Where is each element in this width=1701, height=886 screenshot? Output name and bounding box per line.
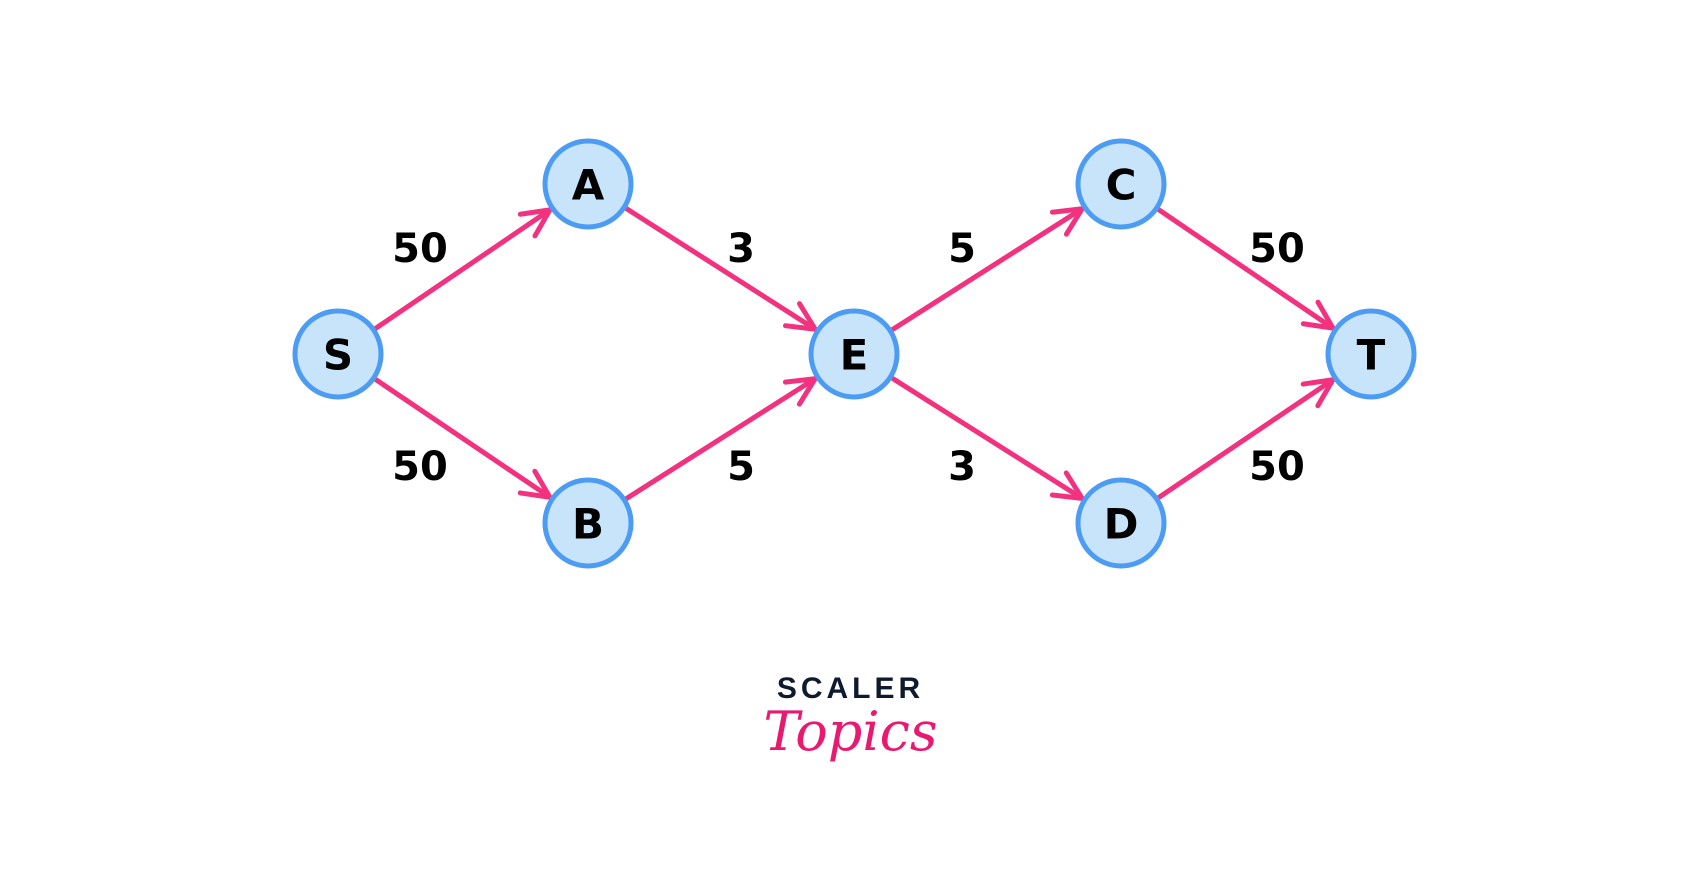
node-label: A [572,161,605,210]
arrowhead-B-E [782,375,821,407]
arrowhead-E-D [1049,470,1087,502]
node-S [292,308,384,400]
node-label: E [840,331,869,380]
edge-E-D [889,375,1085,501]
edge-weight-label: 3 [948,444,976,490]
node-label: T [1357,331,1386,380]
edge-B-E [623,376,818,502]
node-C [1075,138,1167,230]
arrowhead-S-A [517,206,555,239]
edge-weight-label: 50 [1249,226,1305,272]
node-label: D [1104,500,1139,549]
node-D [1075,477,1167,569]
arrowhead-C-T [1300,299,1338,332]
edge-weight-label: 50 [1249,444,1305,490]
edge-A-E [623,205,818,332]
node-label: S [323,331,353,380]
edge-weight-label: 5 [948,226,976,272]
edge-weight-label: 3 [727,226,755,272]
edge-S-A [372,207,553,332]
arrowhead-A-E [782,301,821,333]
node-label: C [1106,161,1137,210]
logo-topics-text: Topics [763,700,938,763]
arrowhead-D-T [1300,376,1338,409]
node-T [1325,308,1417,400]
edge-E-C [889,206,1085,333]
edge-weight-label: 50 [392,444,448,490]
node-A [542,138,634,230]
arrowhead-E-C [1049,205,1088,237]
edge-S-B [372,376,553,500]
node-label: B [572,500,604,549]
edge-weight-label: 50 [392,226,448,272]
edge-D-T [1155,377,1336,501]
node-B [542,477,634,569]
logo-scaler-text: SCALER [776,672,925,705]
arrowhead-S-B [517,468,555,501]
node-E [808,308,900,400]
edge-weight-label: 5 [727,444,755,490]
edge-C-T [1155,206,1336,331]
